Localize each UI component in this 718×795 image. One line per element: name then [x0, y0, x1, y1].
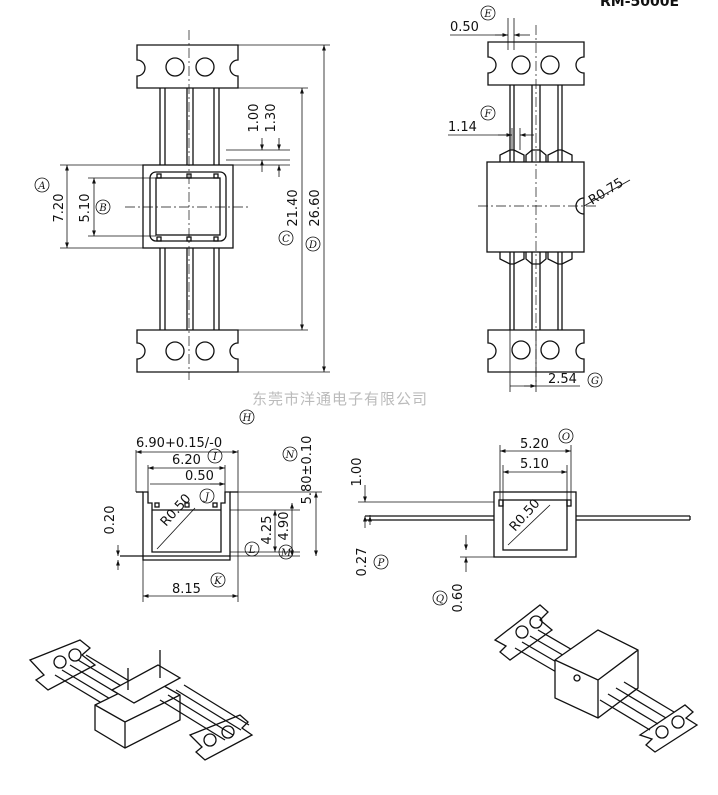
callout-m: [278, 544, 294, 560]
dim-5-10: 5.10: [78, 194, 93, 223]
front-bottom-hole-left: [165, 341, 185, 361]
right-section-body: [493, 491, 577, 558]
dim-right-0-60: 0.60: [451, 584, 466, 613]
dim-left-8-15: 8.15: [172, 582, 201, 597]
dim-left-4-25: 4.25: [260, 516, 275, 545]
callout-p: [373, 554, 389, 570]
svg-text:C: C: [282, 234, 290, 245]
callout-i: [207, 448, 223, 464]
callout-j: [199, 488, 215, 504]
side-bottom-frame: [487, 329, 585, 373]
svg-text:H: H: [242, 413, 252, 424]
callout-e: [480, 5, 496, 21]
dim-side-2-54: 2.54: [548, 372, 577, 387]
svg-text:G: G: [591, 376, 599, 387]
callout-h: [239, 409, 255, 425]
front-top-hole-right: [195, 57, 215, 77]
dim-left-4-90: 4.90: [277, 512, 292, 541]
front-bottom-frame: [136, 329, 239, 373]
callout-n: [282, 446, 298, 462]
svg-text:L: L: [248, 545, 256, 556]
svg-text:D: D: [308, 240, 317, 251]
svg-text:I: I: [212, 452, 218, 463]
callout-d: [305, 236, 321, 252]
dim-right-5-20: 5.20: [520, 437, 549, 452]
svg-text:O: O: [562, 432, 570, 443]
side-top-frame: [487, 41, 585, 86]
dim-left-0-50: 0.50: [185, 469, 214, 484]
svg-text:F: F: [484, 109, 493, 120]
dim-7-20: 7.20: [52, 194, 67, 223]
part-number-header: RM-5000E: [600, 0, 679, 10]
front-top-frame: [136, 44, 239, 89]
svg-text:N: N: [285, 450, 296, 461]
svg-text:E: E: [483, 9, 492, 20]
front-view: 7.20 A 5.10 B 1.00 1.30 21.40 C 26.60 D: [34, 30, 330, 380]
callout-o: [558, 428, 574, 444]
callout-k: [210, 572, 226, 588]
callout-l: [244, 541, 260, 557]
callout-g: [587, 372, 603, 388]
dim-left-5-80: 5.80±0.10: [300, 436, 315, 505]
dim-1-30: 1.30: [264, 104, 279, 133]
front-top-hole-left: [165, 57, 185, 77]
callout-f: [480, 105, 496, 121]
company-watermark: 东莞市洋通电子有限公司: [252, 390, 428, 408]
isometric-view-open: [28, 639, 254, 761]
dim-21-40: 21.40: [286, 189, 301, 226]
callout-b: [95, 199, 111, 215]
dim-left-6-90: 6.90+0.15/-0: [136, 436, 222, 451]
dim-side-0-50: 0.50: [450, 20, 479, 35]
dim-right-0-27: 0.27: [355, 548, 370, 577]
svg-text:K: K: [213, 576, 222, 587]
dim-left-0-20: 0.20: [103, 506, 118, 535]
dim-26-60: 26.60: [308, 189, 323, 226]
svg-text:Q: Q: [436, 594, 444, 605]
isometric-view-closed: [493, 604, 699, 753]
side-view: 0.50 E 1.14 F R0.75 2.54 G: [448, 5, 631, 392]
side-core-body: [486, 161, 585, 253]
front-bottom-hole-right: [195, 341, 215, 361]
dim-side-1-14: 1.14: [448, 120, 477, 135]
callout-q: [432, 590, 448, 606]
dim-right-5-10: 5.10: [520, 457, 549, 472]
svg-text:B: B: [98, 203, 106, 214]
right-section-view: R0.50 5.20 O 5.10 1.00 0.27 P 0.60 Q: [350, 428, 691, 613]
front-core-body: [142, 164, 234, 249]
dim-left-6-20: 6.20: [172, 453, 201, 468]
callout-c: [278, 230, 294, 246]
dim-side-r0-75: R0.75: [586, 176, 626, 209]
svg-text:M: M: [280, 548, 292, 559]
svg-text:A: A: [37, 181, 45, 192]
callout-a: [34, 177, 50, 193]
dim-right-1-00: 1.00: [350, 458, 365, 487]
svg-text:P: P: [377, 558, 385, 569]
svg-text:J: J: [203, 492, 210, 503]
left-section-view: R0.50 6.90+0.15/-0 H 6.20 I 0.50 J 0.20 …: [103, 409, 322, 602]
dim-1-00: 1.00: [247, 104, 262, 133]
